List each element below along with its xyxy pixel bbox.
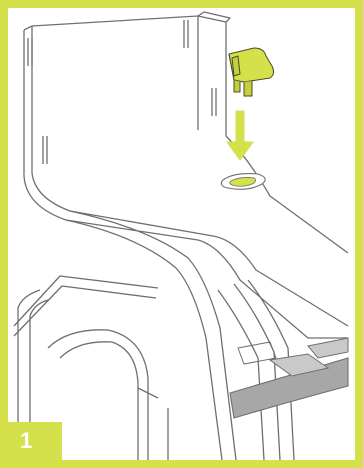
down-arrow-icon: [227, 111, 253, 160]
seat-slot-icon: [221, 174, 265, 190]
chair-seat: [66, 136, 348, 460]
chair-back: [24, 12, 230, 240]
seat-clip-icon: [229, 48, 274, 96]
chair-illustration: [8, 8, 355, 460]
step-number: 1: [20, 430, 32, 452]
step-badge: 1: [8, 422, 62, 460]
chair-armrest: [230, 338, 348, 418]
